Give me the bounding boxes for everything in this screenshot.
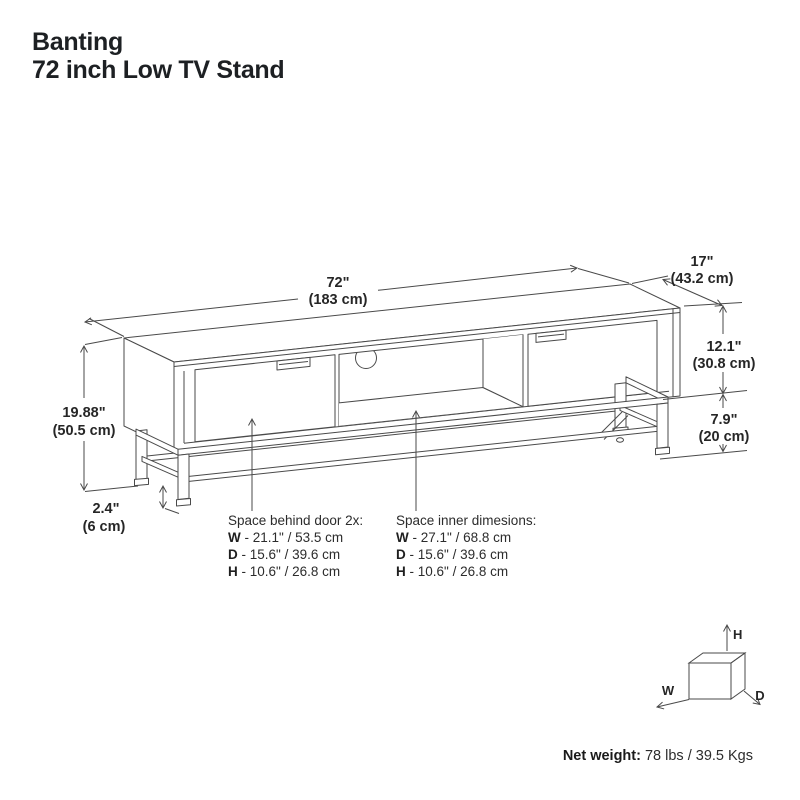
left-door-handle-lip: [278, 361, 309, 366]
depth-dim-line: [662, 278, 723, 307]
extension-line: [683, 302, 743, 307]
spec-row: H - 10.6" / 26.8 cm: [228, 564, 341, 579]
spec-row: D - 15.6" / 39.6 cm: [396, 547, 509, 562]
spec-row: W - 27.1" / 68.8 cm: [396, 530, 512, 545]
left-door: [194, 354, 336, 443]
right-door-handle: [535, 329, 567, 343]
depth-label-in: 17": [690, 254, 713, 270]
net-weight-value: 78 lbs / 39.5 Kgs: [644, 748, 753, 764]
leg-height-label-cm: (20 cm): [699, 429, 750, 445]
compartment-interior: [339, 334, 523, 427]
depth-label-cm: (43.2 cm): [671, 271, 734, 287]
width-dim-line: [377, 264, 579, 291]
floor-glide: [616, 437, 624, 443]
tv-stand-drawing: [123, 283, 681, 507]
width-label-cm: (183 cm): [309, 292, 368, 308]
width-dim-line: [83, 298, 299, 326]
spec-row: W - 21.1" / 53.5 cm: [228, 530, 344, 545]
interior-right-wall: [482, 334, 523, 408]
page-title: Banting 72 inch Low TV Stand: [32, 28, 285, 84]
extension-line: [577, 268, 630, 284]
front-left-foot: [176, 498, 191, 507]
extension-line: [88, 318, 125, 337]
dimension-lines: [80, 264, 748, 514]
top-edge-band: [173, 312, 681, 367]
front-right-foot: [655, 446, 670, 456]
width-axis-label: W: [662, 683, 675, 698]
extension-line: [84, 337, 123, 345]
cube-front-face: [688, 662, 732, 700]
cabinet-height-label-in: 12.1": [706, 339, 741, 355]
front-left-leg: [177, 453, 190, 500]
left-door-handle: [276, 356, 311, 371]
cube-top-face: [687, 652, 747, 664]
cube-right-face: [730, 652, 746, 700]
right-door-handle-lip: [537, 333, 565, 338]
axis-cube: [655, 623, 761, 710]
width-label-in: 72": [326, 275, 349, 291]
front-right-leg: [656, 402, 669, 449]
width-axis-arrow: [655, 699, 690, 710]
depth-axis-label: D: [755, 688, 764, 703]
back-left-foot: [134, 477, 149, 487]
spec-row: H - 10.6" / 26.8 cm: [396, 564, 509, 579]
dimension-labels: 72" (183 cm) 17" (43.2 cm) 12.1" (30.8 c…: [53, 254, 756, 535]
net-weight: Net weight: 78 lbs / 39.5 Kgs: [563, 748, 753, 764]
depth-axis-arrow: [743, 690, 761, 706]
extension-line: [662, 390, 748, 400]
extension-line: [84, 485, 139, 492]
net-weight-label: Net weight:: [562, 748, 641, 764]
product-name: Banting: [32, 28, 123, 56]
door-space-heading: Space behind door 2x:: [228, 513, 364, 528]
leg-width-label-cm: (6 cm): [83, 519, 126, 535]
inner-space-specs: Space inner dimesions: W - 27.1" / 68.8 …: [396, 512, 536, 580]
extension-line: [631, 275, 669, 284]
leader-line: [164, 508, 180, 514]
product-subtitle: 72 inch Low TV Stand: [32, 56, 285, 84]
inner-space-heading: Space inner dimesions:: [396, 513, 537, 528]
extension-line: [659, 450, 748, 460]
overall-height-label-cm: (50.5 cm): [53, 423, 116, 439]
spec-row: D - 15.6" / 39.6 cm: [228, 547, 341, 562]
door-space-specs: Space behind door 2x: W - 21.1" / 53.5 c…: [228, 512, 363, 580]
leg-width-label-in: 2.4": [92, 501, 119, 517]
cabinet-height-label-cm: (30.8 cm): [693, 356, 756, 372]
base-frame: [134, 376, 670, 507]
leg-height-label-in: 7.9": [710, 412, 737, 428]
overall-height-label-in: 19.88": [62, 405, 105, 421]
height-axis-label: H: [733, 627, 742, 642]
